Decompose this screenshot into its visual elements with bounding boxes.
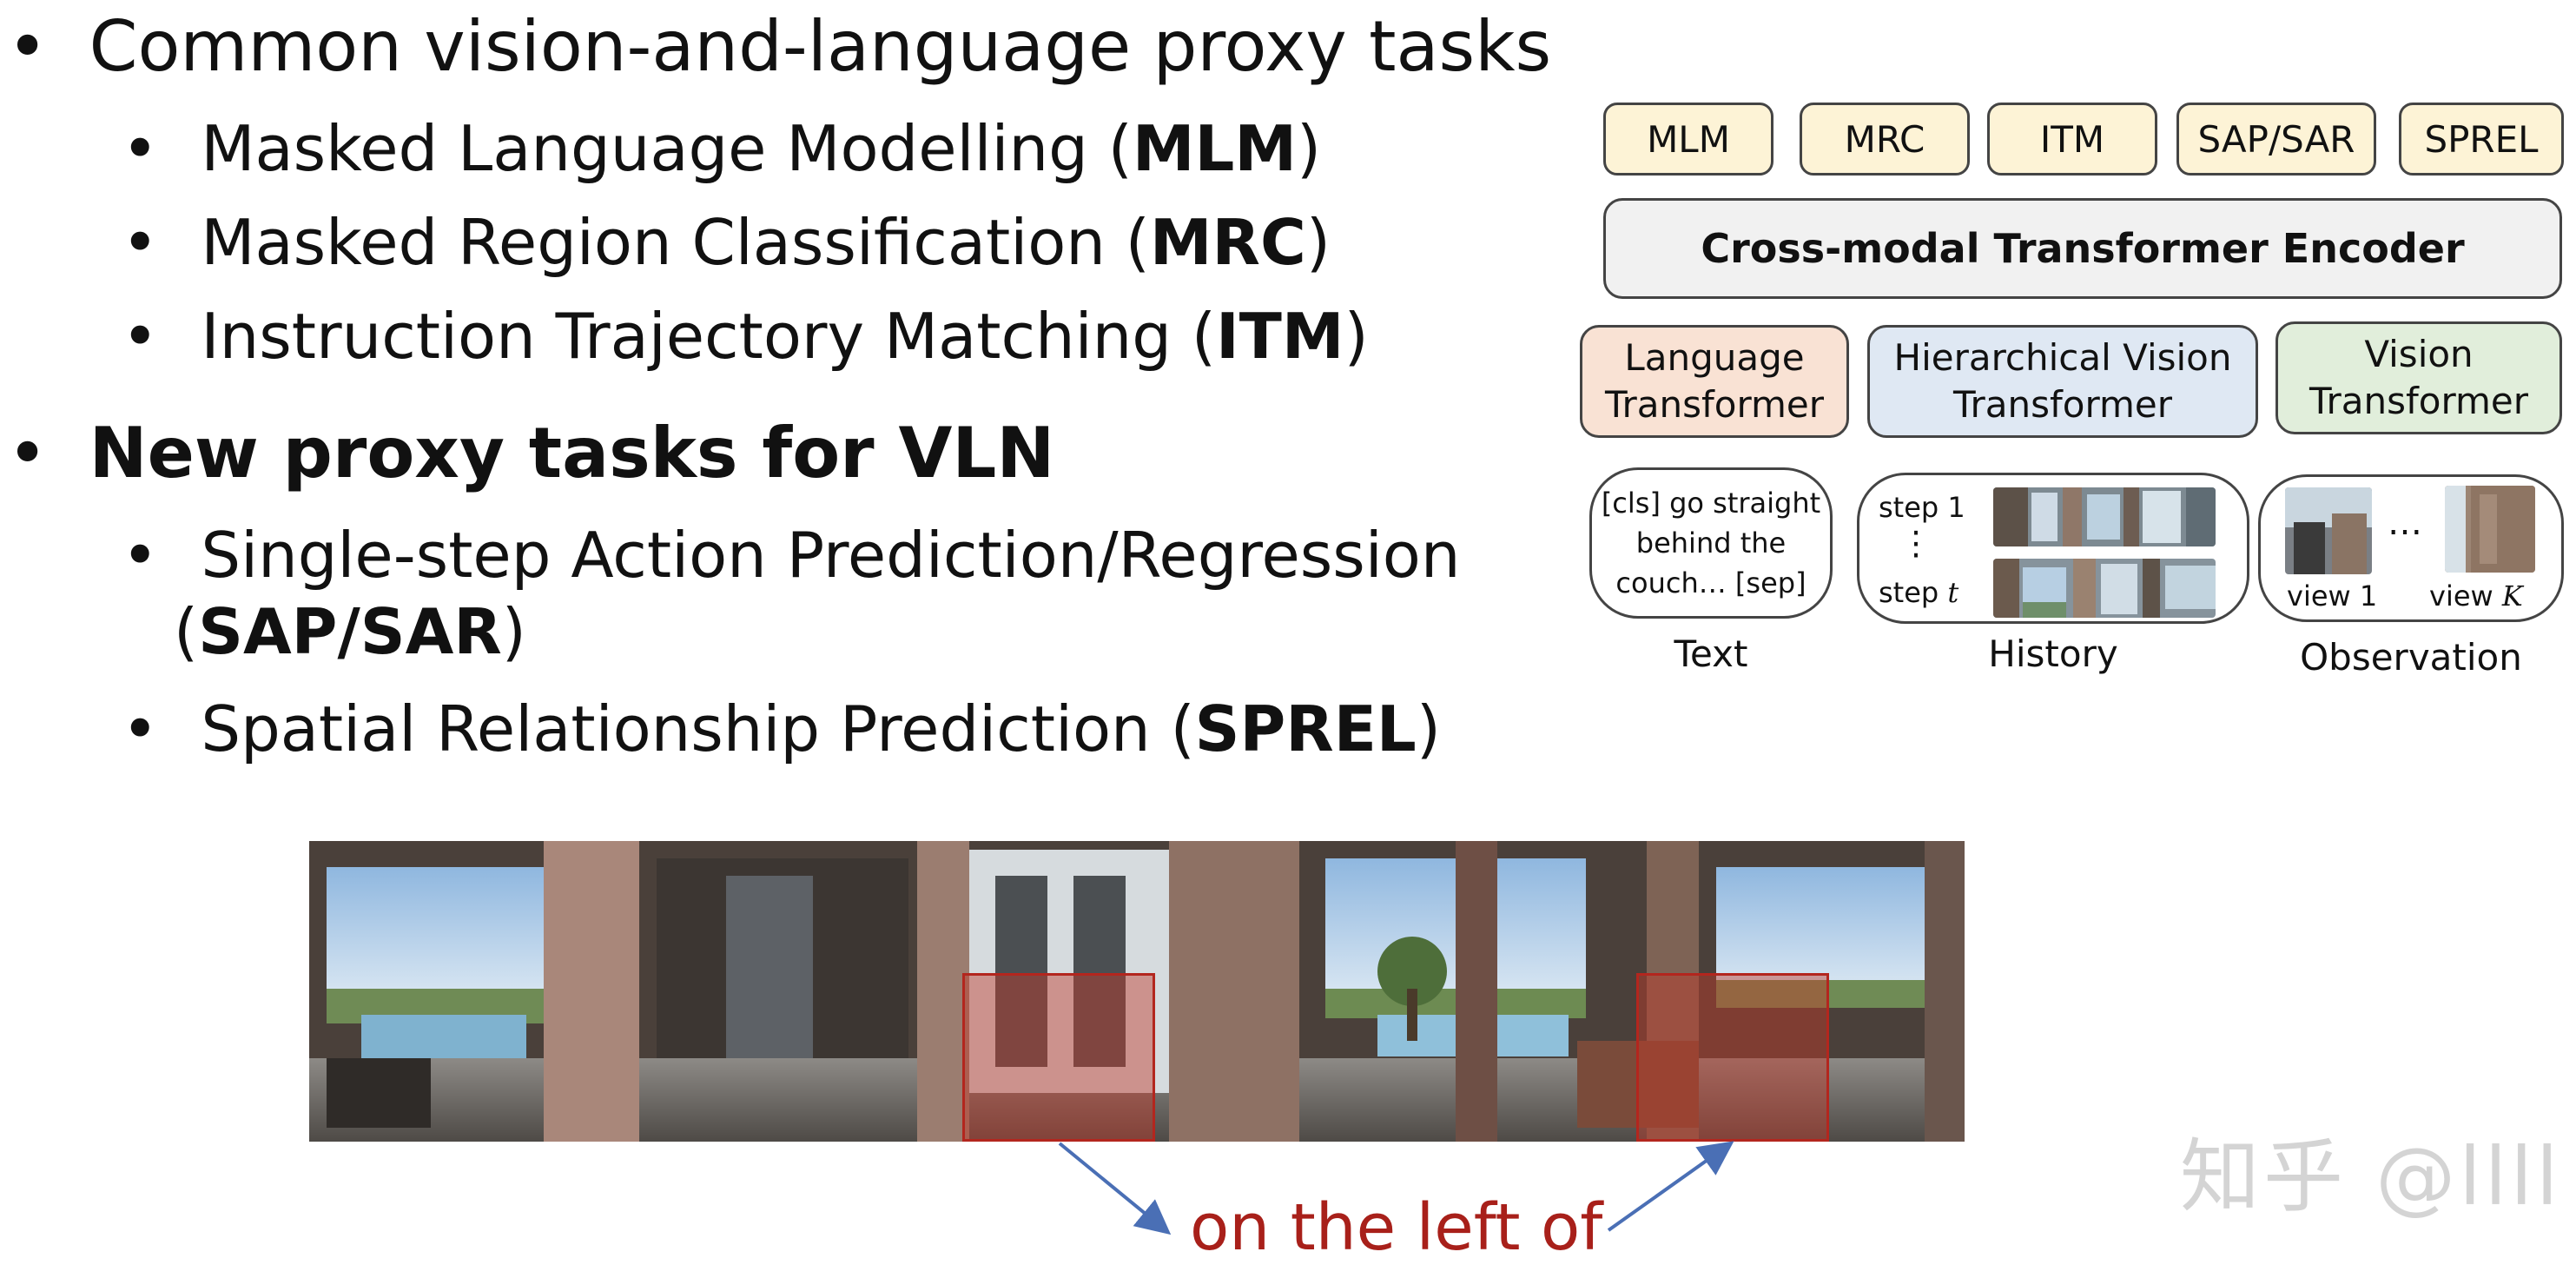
item-close: )	[1305, 206, 1331, 279]
item-close: )	[1297, 112, 1322, 185]
watermark: 知乎 @llll	[2180, 1130, 2562, 1223]
item-close: )	[1344, 300, 1369, 373]
sub-bullet-marker: •	[122, 519, 159, 592]
transformer-label-line1: Vision	[2364, 333, 2474, 375]
item-text: Masked Region Classification (	[201, 206, 1150, 279]
item-abbr: MRC	[1149, 206, 1306, 279]
item-text: Instruction Trajectory Matching (	[201, 300, 1216, 373]
observation-ellipsis: …	[2388, 503, 2422, 543]
observation-input-caption: Observation	[2300, 636, 2522, 679]
observation-view-last-word: view	[2429, 580, 2493, 613]
task-box-sprel: SPREL	[2399, 103, 2564, 176]
architecture-diagram: MLM MRC ITM SAP/SAR SPREL Cross-modal Tr…	[1580, 96, 2571, 704]
observation-view-last-var: K	[2501, 580, 2523, 613]
transformer-label-line2: Transformer	[2308, 380, 2529, 422]
item-text: Spatial Relationship Prediction (	[201, 692, 1195, 765]
item-abbr: MLM	[1132, 112, 1298, 185]
panorama-image	[309, 841, 1965, 1142]
vision-transformer-box: Vision Transformer	[2275, 321, 2562, 434]
arrow-label-to-right	[1607, 1141, 1734, 1232]
item-open: (	[174, 595, 199, 668]
sub-bullet-marker: •	[122, 112, 159, 185]
text-input-line1: [cls] go straight	[1601, 487, 1821, 520]
language-transformer-box: Language Transformer	[1580, 325, 1849, 438]
bullet-item-sap: • Single-step Action Prediction/Regressi…	[122, 518, 1460, 593]
history-input-caption: History	[1988, 632, 2118, 675]
bullet-item-mlm: • Masked Language Modelling (MLM)	[122, 111, 1321, 186]
bullet-common-tasks: • Common vision-and-language proxy tasks	[7, 5, 1551, 89]
history-step-first: step 1	[1879, 491, 1965, 524]
task-box-mrc: MRC	[1800, 103, 1970, 176]
observation-view-first: view 1	[2287, 580, 2378, 613]
history-input-box: step 1 ⋮ step t	[1857, 473, 2249, 624]
observation-view-last: view K	[2429, 580, 2523, 613]
sub-bullet-marker: •	[122, 206, 159, 279]
bullet-item-sprel: • Spatial Relationship Prediction (SPREL…	[122, 692, 1441, 766]
highlight-region-left	[962, 973, 1155, 1142]
task-box-sap-sar: SAP/SAR	[2176, 103, 2376, 176]
item-close: )	[501, 595, 526, 668]
bullet-new-tasks: • New proxy tasks for VLN	[7, 412, 1054, 495]
history-vdots: ⋮	[1899, 524, 1932, 562]
cross-modal-encoder-box: Cross-modal Transformer Encoder	[1603, 198, 2562, 299]
item-text: Single-step Action Prediction/Regression	[201, 519, 1461, 592]
panorama-illustration	[309, 841, 1965, 1142]
history-stept-thumbnail	[1993, 559, 2216, 618]
observation-viewk-thumbnail	[2445, 486, 2535, 573]
task-box-itm: ITM	[1987, 103, 2157, 176]
highlight-region-right	[1636, 973, 1829, 1142]
transformer-label-line2: Transformer	[1604, 383, 1825, 426]
text-input-line2: behind the	[1635, 527, 1787, 560]
sub-bullet-marker: •	[122, 692, 159, 765]
item-abbr: SAP/SAR	[198, 595, 502, 668]
task-box-mlm: MLM	[1603, 103, 1773, 176]
hierarchical-vision-transformer-box: Hierarchical Vision Transformer	[1867, 325, 2258, 438]
arrow-left-to-label	[1058, 1142, 1172, 1235]
item-close: )	[1416, 692, 1441, 765]
transformer-label-line1: Language	[1624, 336, 1805, 379]
sub-bullet-marker: •	[122, 300, 159, 373]
observation-input-box: … view 1 view K	[2258, 474, 2564, 622]
transformer-label-line2: Transformer	[1952, 383, 2173, 426]
bullet-item-mrc: • Masked Region Classification (MRC)	[122, 205, 1331, 280]
item-text: Masked Language Modelling (	[201, 112, 1133, 185]
bullet-marker: •	[7, 413, 49, 493]
transformer-label-line1: Hierarchical Vision	[1893, 336, 2232, 379]
history-step-last-word: step	[1879, 576, 1939, 609]
item-abbr: ITM	[1216, 300, 1344, 373]
bullet-item-itm: • Instruction Trajectory Matching (ITM)	[122, 299, 1369, 374]
history-step1-thumbnail	[1993, 487, 2216, 546]
bullet-heading-new: New proxy tasks for VLN	[89, 413, 1055, 493]
bullet-heading-common: Common vision-and-language proxy tasks	[89, 6, 1552, 87]
text-input-box: [cls] go straight behind the couch… [sep…	[1589, 467, 1833, 619]
observation-view1-thumbnail	[2285, 487, 2372, 574]
item-abbr: SPREL	[1194, 692, 1417, 765]
history-step-last-var: t	[1947, 576, 1959, 609]
text-input-caption: Text	[1674, 632, 1748, 675]
bullet-marker: •	[7, 6, 49, 87]
text-input-line3: couch… [sep]	[1615, 566, 1807, 599]
history-step-last: step t	[1879, 576, 1958, 609]
relation-label: on the left of	[1190, 1190, 1603, 1265]
bullet-item-sap-line2: (SAP/SAR)	[174, 594, 526, 669]
